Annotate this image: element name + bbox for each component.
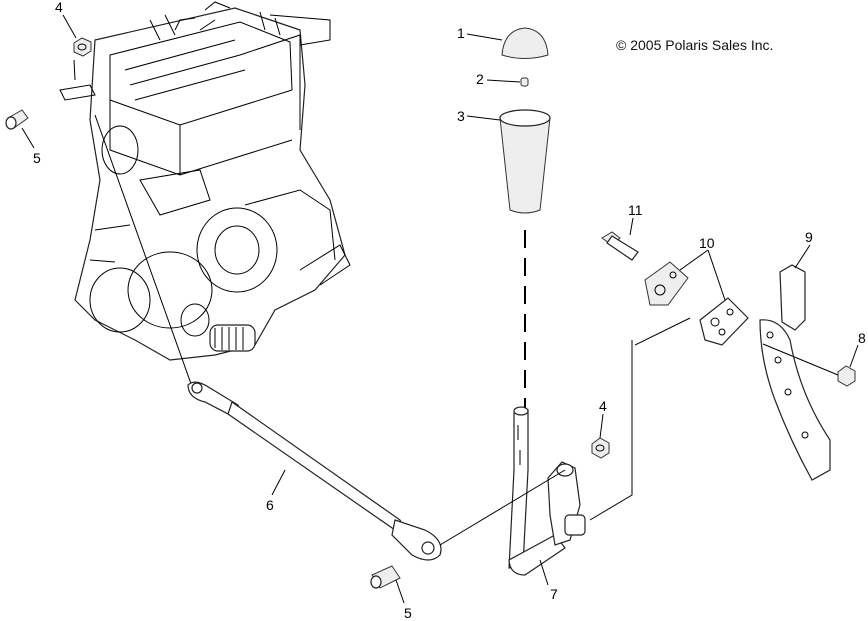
callout-5-top: 5 (33, 150, 41, 166)
part-screw-2 (520, 77, 529, 87)
part-shift-lever-7 (508, 406, 586, 576)
part-bolt-11 (601, 231, 639, 261)
callout-3: 3 (457, 108, 465, 124)
part-bushing-10b (699, 297, 749, 346)
callout-6: 6 (266, 497, 274, 513)
callout-7: 7 (550, 586, 558, 602)
callout-4-top: 4 (55, 0, 63, 15)
callout-2: 2 (476, 71, 484, 87)
callout-10: 10 (699, 235, 715, 251)
part-nut-4-bottom (591, 437, 610, 459)
callout-1: 1 (457, 25, 465, 41)
part-bushing-10a (644, 261, 689, 306)
part-pin-5-top (5, 109, 29, 130)
callout-11: 11 (628, 202, 643, 218)
callout-9: 9 (805, 229, 813, 245)
part-knob-cap-1 (501, 27, 549, 59)
callout-4-bottom: 4 (599, 398, 607, 414)
copyright-notice: © 2005 Polaris Sales Inc. (616, 37, 774, 53)
part-nut-4-top (73, 37, 92, 57)
part-nut-8 (837, 365, 856, 387)
callout-5-bottom: 5 (404, 605, 412, 621)
callout-8: 8 (858, 330, 866, 346)
part-bracket-9 (759, 264, 831, 481)
part-shift-link-6 (187, 381, 442, 561)
part-knob-sleeve-3 (499, 109, 551, 214)
engine-illustration (59, 1, 351, 361)
part-pin-5-bottom (370, 565, 401, 589)
